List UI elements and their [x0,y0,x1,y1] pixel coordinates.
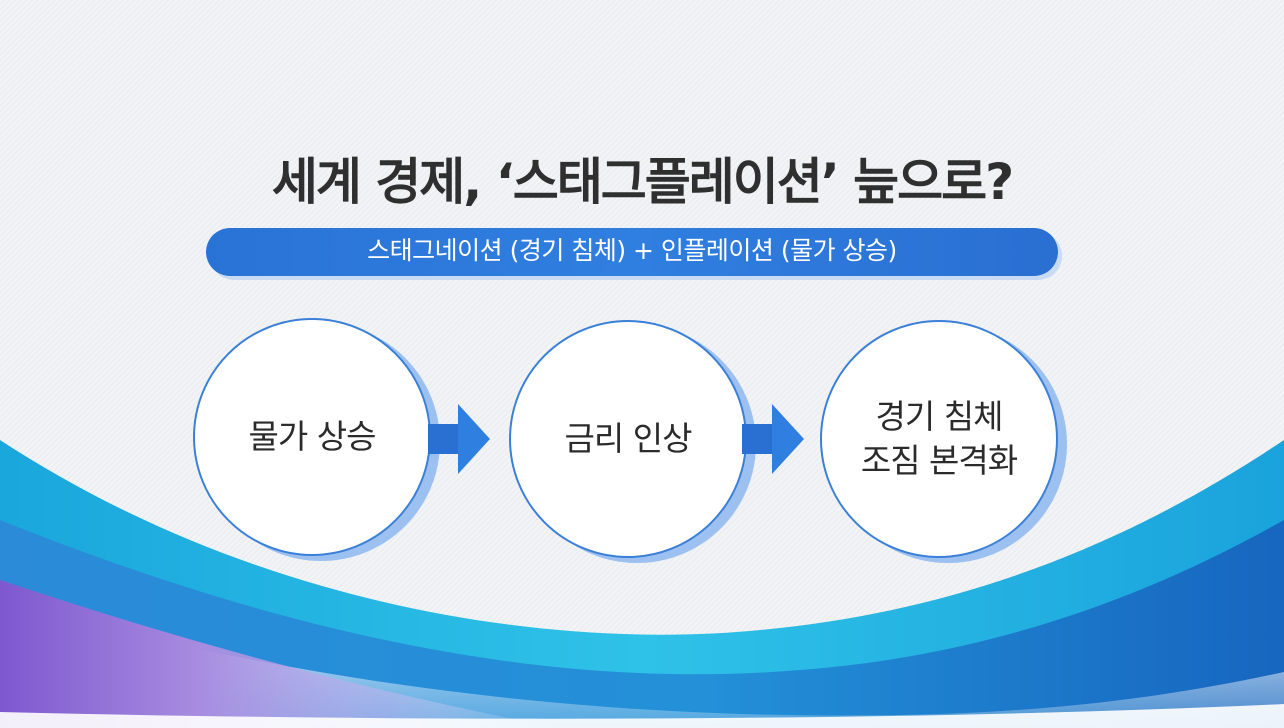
step-label-line-2: 조짐 본격화 [860,441,1018,480]
arrow-right-icon [742,404,804,474]
step-label-group: 경기 침체 조짐 본격화 [860,395,1018,483]
arrow-right-icon [428,404,490,474]
step-label-line-1: 경기 침체 [875,397,1004,436]
step-label: 물가 상승 [248,417,377,456]
step-circle-rate-hike: 금리 인상 [509,320,747,558]
step-circle-price-rise: 물가 상승 [193,318,431,556]
wave-purple [0,580,560,728]
page-title: 세계 경제, ‘스태그플레이션’ 늪으로? [271,153,1014,211]
subtitle-banner: 스태그네이션 (경기 침체) + 인플레이션 (물가 상승) [206,228,1058,276]
step-circle-recession: 경기 침체 조짐 본격화 [820,320,1058,558]
bottom-white-strip [0,704,1284,728]
step-label: 금리 인상 [564,419,693,458]
